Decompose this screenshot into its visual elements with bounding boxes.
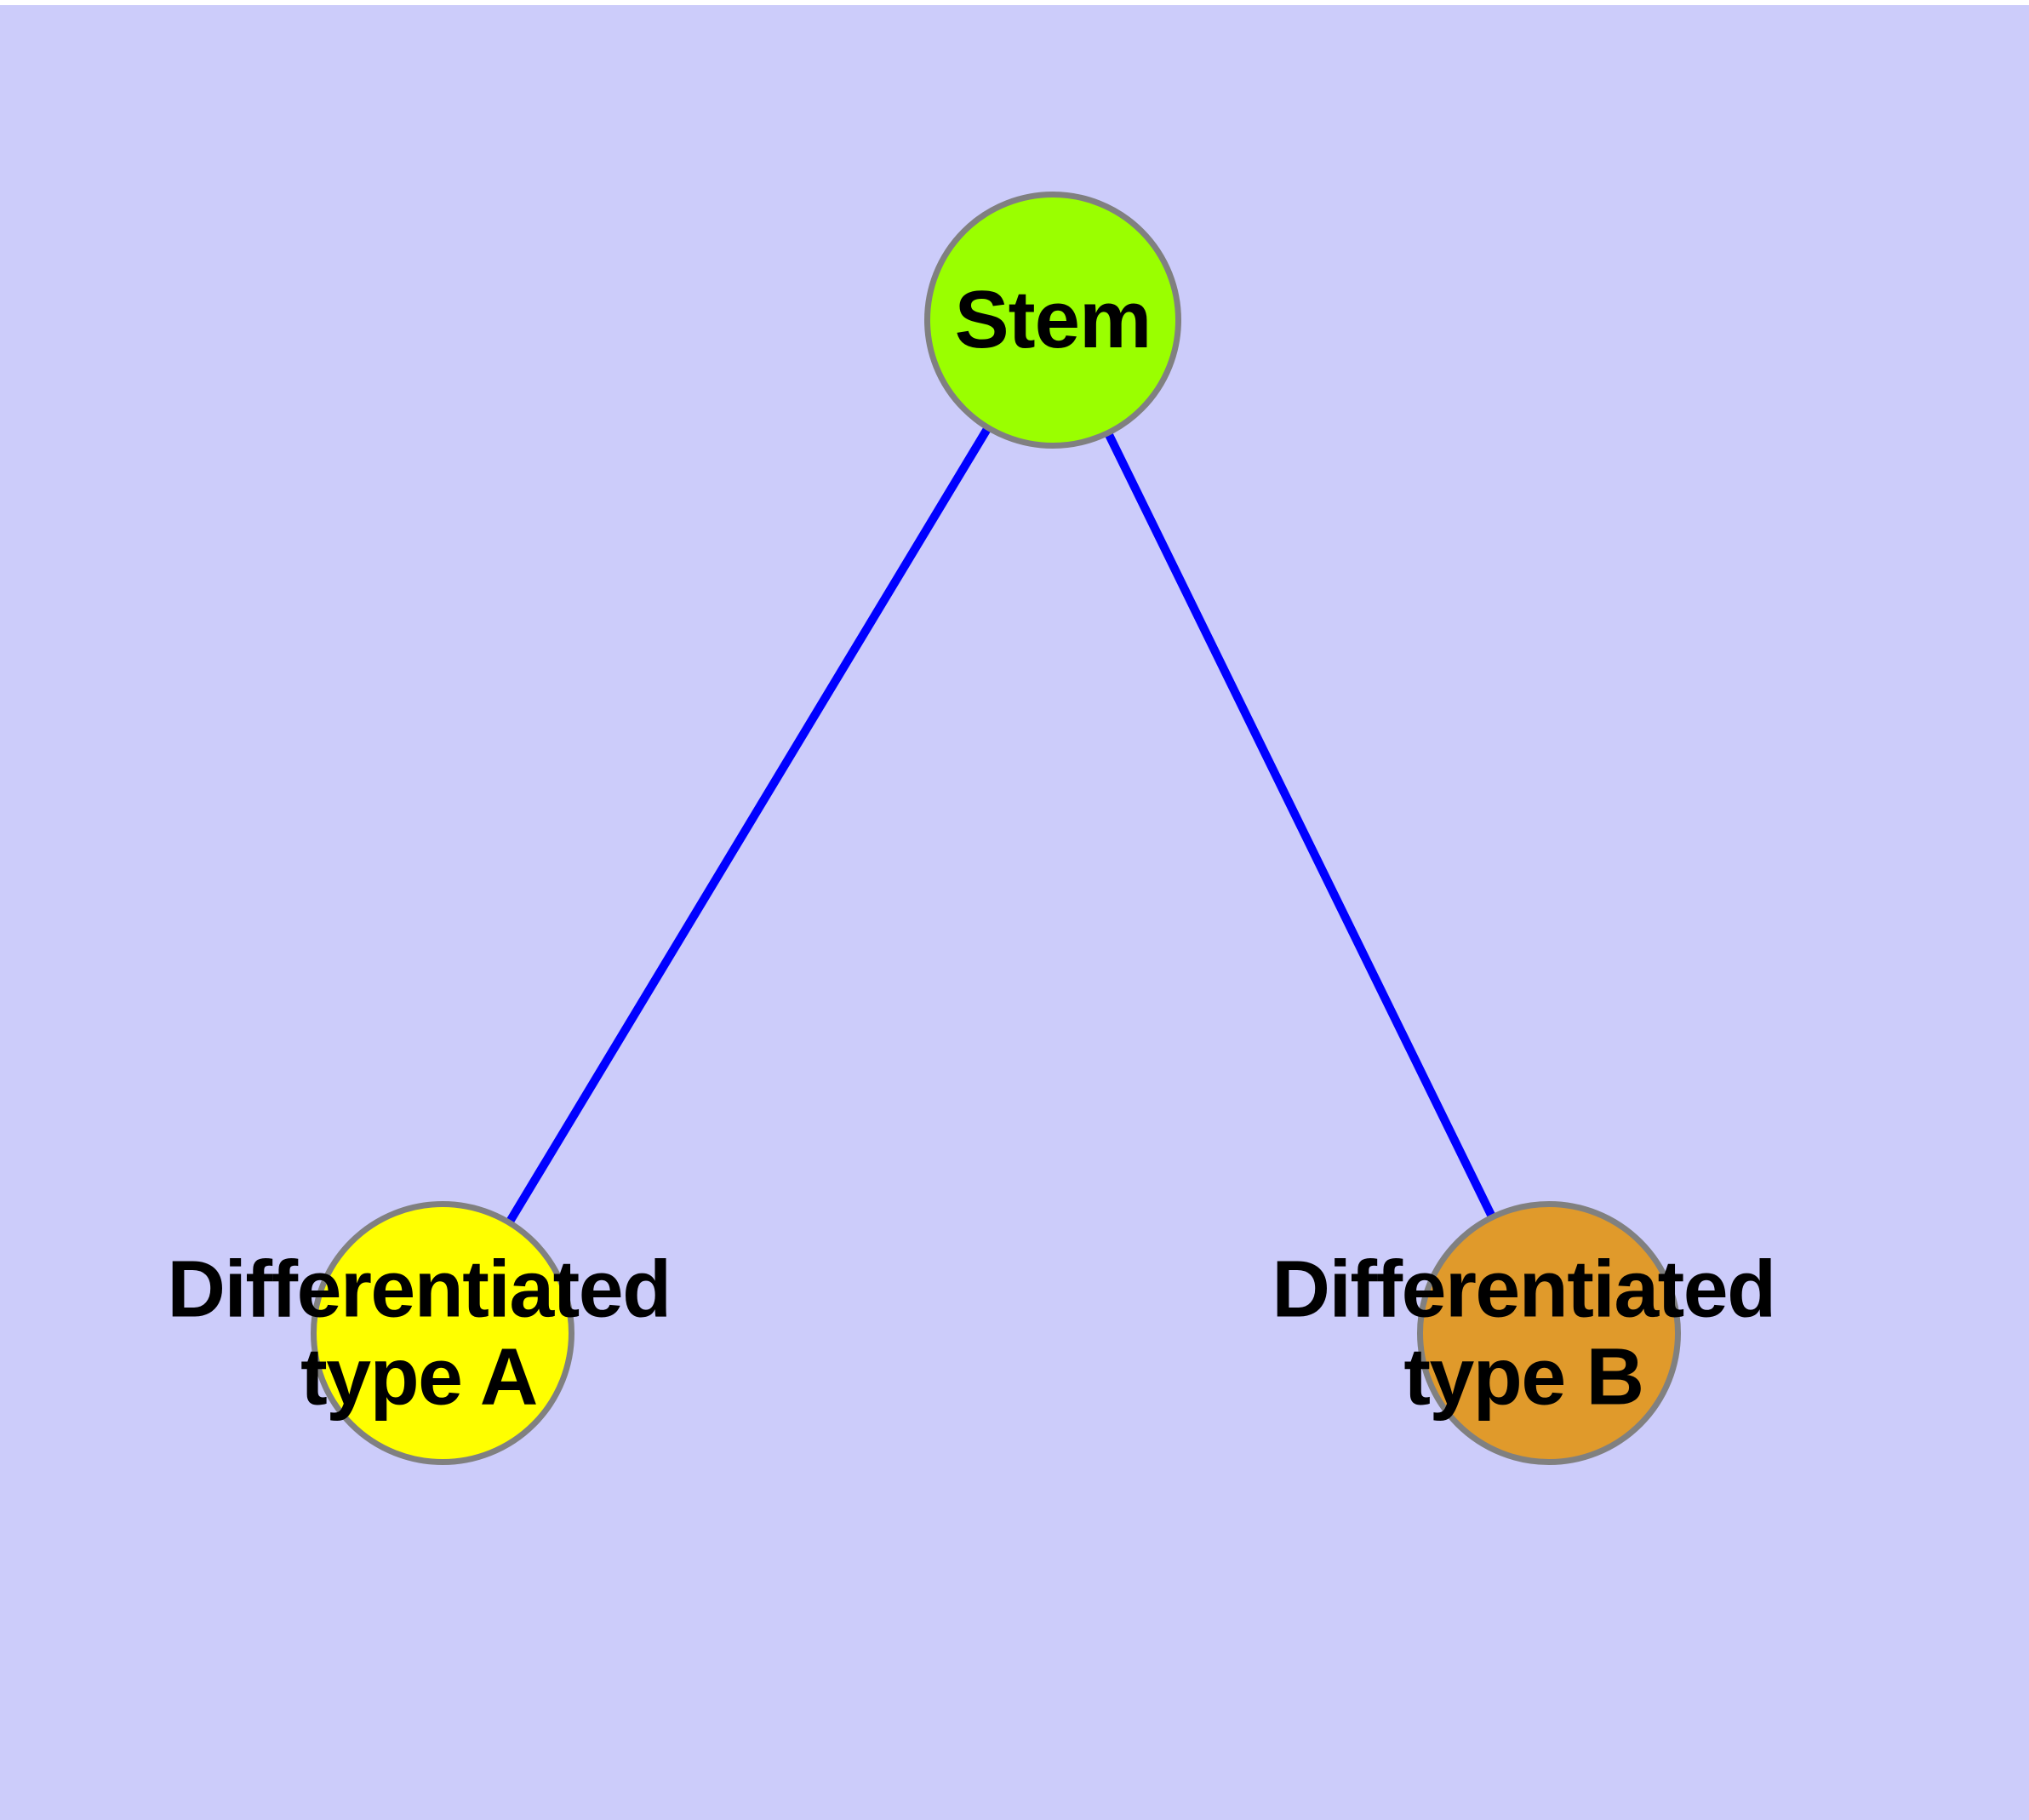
edge-stem-to-diff-b <box>1104 430 1497 1220</box>
edge-stem-to-diff-a <box>505 425 992 1226</box>
edge-layer <box>505 425 1497 1226</box>
node-stem[interactable] <box>924 192 1181 449</box>
node-diff-b[interactable] <box>1417 1201 1681 1465</box>
node-layer <box>311 192 1681 1465</box>
node-diff-a[interactable] <box>311 1201 574 1465</box>
